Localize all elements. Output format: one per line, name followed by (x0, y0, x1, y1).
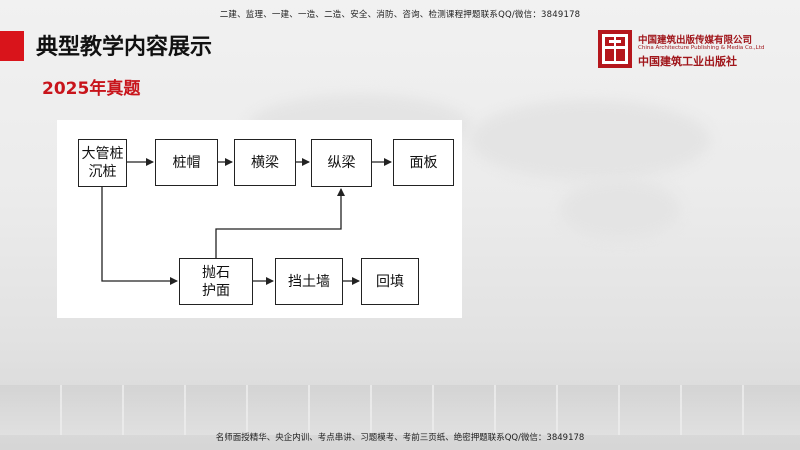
node-longitudinal-beam-label: 纵梁 (327, 155, 356, 171)
background-map-shape (560, 180, 680, 240)
node-pile-driving-label: 大管桩 沉桩 (81, 146, 124, 180)
node-deck-panel-label: 面板 (409, 154, 438, 171)
bottom-banner: 名师面授精华、央企内训、考点串讲、习题模考、考前三页纸、绝密押题联系QQ/微信：… (215, 433, 585, 443)
publisher-logo: 中国建筑出版传媒有限公司 China Architecture Publishi… (598, 30, 788, 70)
node-crossbeam-label: 横梁 (251, 154, 279, 171)
publisher-name-en: China Architecture Publishing & Media Co… (638, 45, 765, 51)
node-deck-panel: 面板 (393, 139, 454, 186)
top-banner: 二建、监理、一建、一造、二造、安全、消防、咨询、检测课程押题联系QQ/微信：38… (219, 10, 581, 20)
node-crossbeam: 横梁 (234, 139, 296, 186)
node-retaining-wall: 挡土墙 (275, 258, 343, 305)
node-pile-driving: 大管桩 沉桩 (78, 139, 127, 187)
background-floor (0, 385, 800, 435)
node-longitudinal-beam: 纵梁 (311, 139, 372, 187)
publisher-name-cn: 中国建筑出版传媒有限公司 (638, 35, 753, 46)
page-title: 典型教学内容展示 (36, 35, 213, 60)
publisher-name-calligraphy: 中国建筑工业出版社 (638, 55, 737, 68)
node-riprap-protection-label: 抛石 护面 (202, 264, 230, 299)
node-backfill: 回填 (361, 258, 419, 305)
node-pile-cap-label: 桩帽 (172, 154, 201, 171)
node-retaining-wall-label: 挡土墙 (288, 273, 330, 290)
node-backfill-label: 回填 (376, 273, 404, 290)
background-map-shape (470, 100, 710, 180)
subtitle: 2025年真题 (42, 79, 141, 99)
title-accent-bar (0, 31, 24, 61)
publisher-emblem-icon (598, 30, 632, 68)
node-pile-cap: 桩帽 (155, 139, 218, 186)
node-riprap-protection: 抛石 护面 (179, 258, 253, 305)
